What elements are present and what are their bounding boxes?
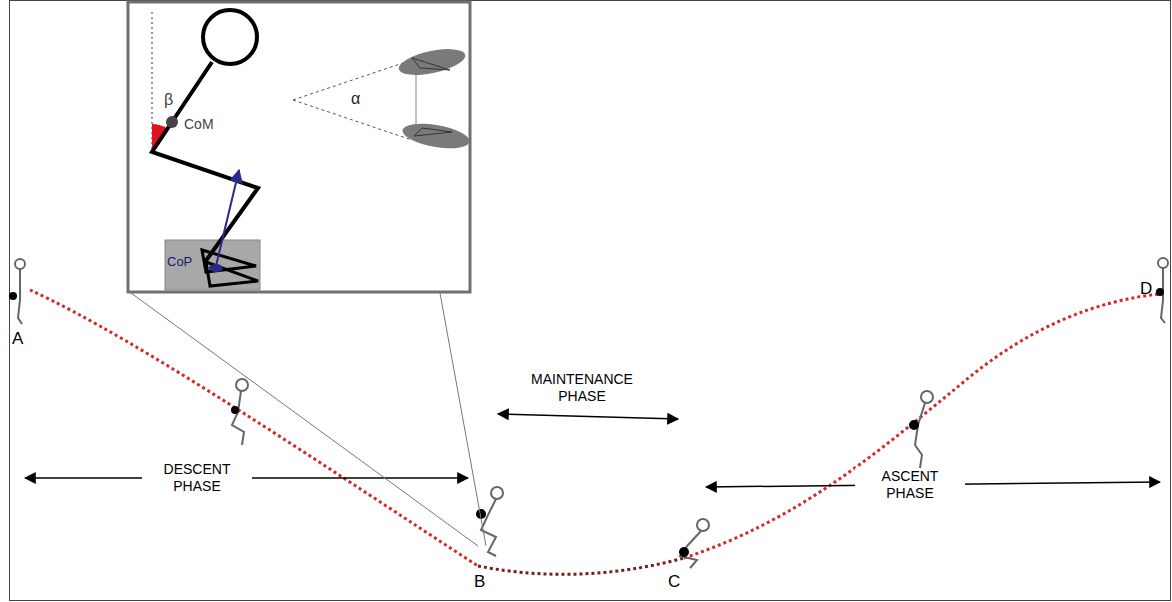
foot-print (401, 119, 472, 152)
foot-print (396, 44, 467, 80)
phase-label: DESCENT PHASE (142, 461, 252, 495)
com-dots (9, 288, 1164, 557)
inset-box (128, 2, 470, 292)
foot-triangle (414, 128, 452, 136)
com-dot (9, 292, 17, 300)
figure-body (232, 391, 244, 445)
frame (10, 1, 1171, 601)
head (203, 10, 257, 64)
figure-body (680, 531, 701, 568)
cop-marker (209, 264, 223, 272)
maintenance-trajectory (478, 558, 684, 574)
foot-outline (202, 250, 256, 272)
stick-figures (15, 258, 1168, 568)
zoom-leader (131, 293, 478, 546)
point-label: A (12, 329, 23, 349)
figure-head (491, 487, 503, 499)
figure-body (481, 499, 496, 556)
point-label: D (1140, 279, 1152, 299)
com-marker (166, 116, 178, 128)
phase-arrow (498, 414, 678, 419)
com-dot (679, 547, 689, 557)
foot-outline (206, 262, 258, 286)
force-plate (165, 240, 260, 290)
point-label: B (474, 572, 485, 592)
leg-segments (152, 62, 258, 262)
foot-triangle (412, 58, 450, 70)
com-dot (231, 406, 239, 414)
marker-label: CoM (184, 116, 214, 133)
figure-body (18, 269, 22, 324)
phase-label: MAINTENANCE PHASE (522, 371, 642, 405)
figure-head (697, 519, 709, 531)
figure-head (15, 259, 25, 269)
zoom-leader (440, 293, 486, 546)
angle-label: β (164, 90, 173, 109)
ascent-trajectory (684, 294, 1160, 558)
point-label: C (668, 572, 680, 592)
com-dot (909, 420, 919, 430)
descent-trajectory (30, 290, 478, 566)
figure-head (921, 391, 933, 403)
figure-head (236, 379, 248, 391)
angle-label: α (351, 89, 360, 108)
marker-label: CoP (167, 254, 192, 270)
com-dot (1156, 288, 1164, 296)
phase-label: ASCENT PHASE (855, 468, 965, 502)
force-vector (216, 170, 239, 266)
figure-head (1158, 258, 1168, 268)
figure-body (915, 403, 925, 468)
